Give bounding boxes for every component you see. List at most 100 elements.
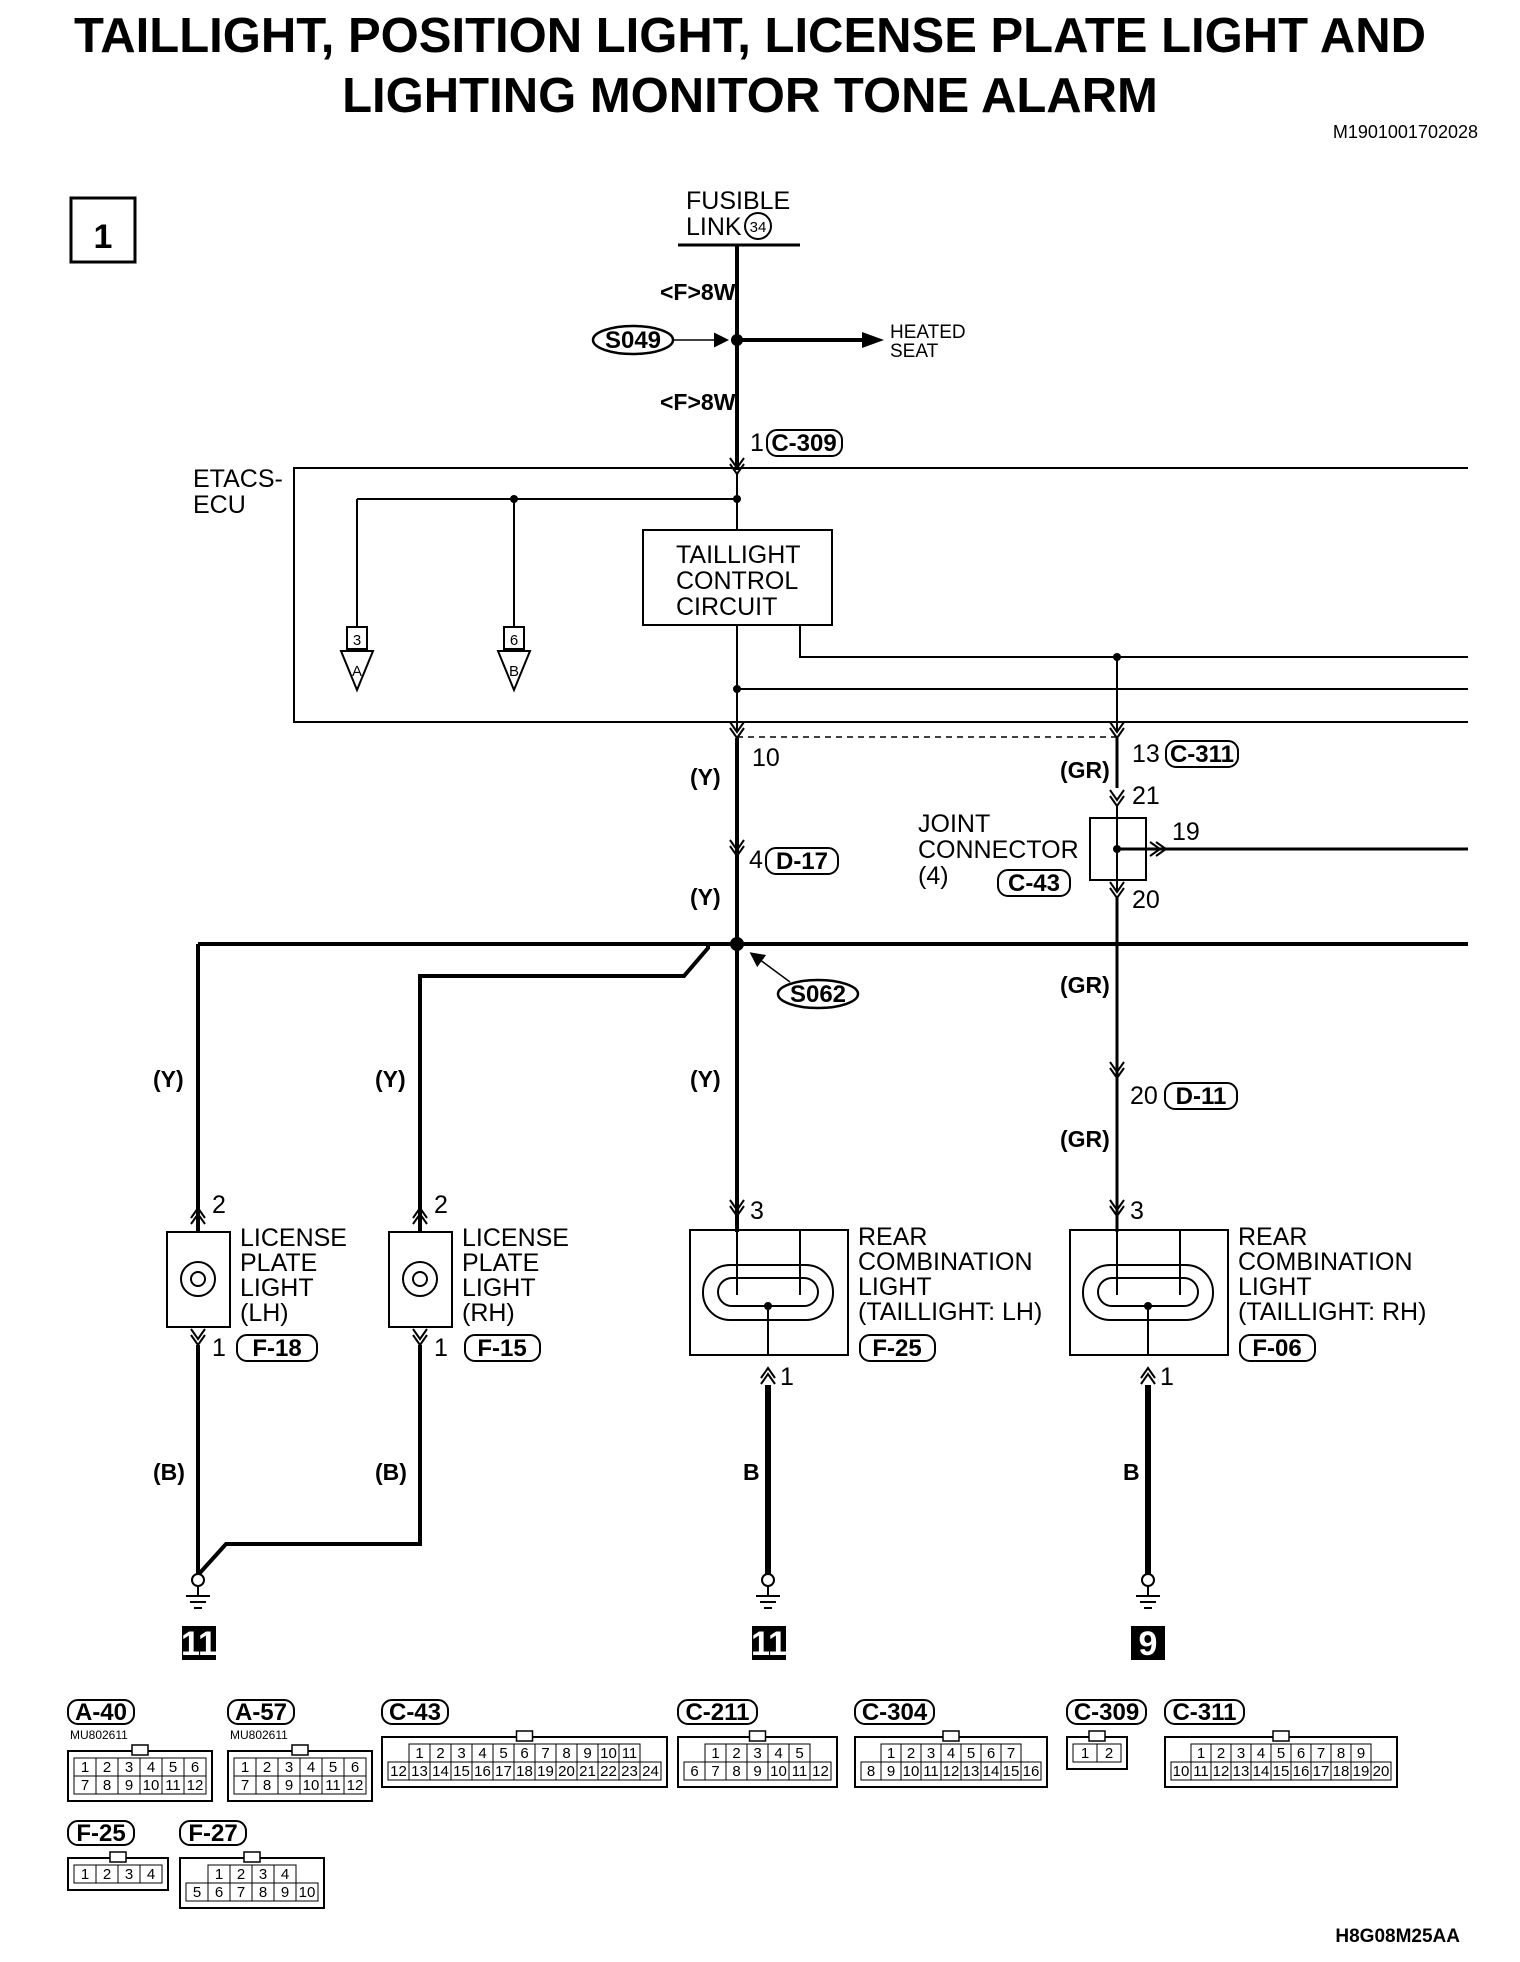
pin-number: 12	[347, 1777, 364, 1794]
wire-label-f8w-lower: <F>8W	[660, 389, 736, 415]
pin-13: 13	[1132, 740, 1160, 768]
pin-number: 12	[1213, 1763, 1230, 1780]
pin-number: 3	[285, 1759, 293, 1776]
pin-number: 21	[579, 1763, 596, 1780]
license-plate-light-rh: 2 1 LICENSE PLATE LIGHT (RH) F-15	[388, 1191, 569, 1362]
pin-number: 11	[1193, 1763, 1209, 1780]
pin-number: 10	[770, 1763, 787, 1780]
svg-text:LIGHT: LIGHT	[858, 1273, 932, 1301]
pin-10: 10	[752, 744, 780, 772]
pin-number: 24	[642, 1763, 659, 1780]
svg-text:2: 2	[434, 1191, 448, 1219]
svg-text:COMBINATION: COMBINATION	[1238, 1248, 1413, 1276]
svg-text:CONNECTOR: CONNECTOR	[918, 836, 1079, 864]
pin-number: 8	[867, 1763, 875, 1780]
pin-number: 4	[147, 1866, 155, 1883]
pin-number: 8	[1337, 1745, 1345, 1762]
pin-number: 9	[125, 1777, 133, 1794]
pin-number: 9	[1357, 1745, 1365, 1762]
pin-number: 1	[1081, 1745, 1089, 1762]
wire-label-gr-3: (GR)	[1060, 1126, 1110, 1152]
pin-number: 23	[621, 1763, 638, 1780]
pin-number: 8	[259, 1884, 267, 1901]
fusible-link-label-2: LINK	[686, 213, 742, 241]
etacs-label-2: ECU	[193, 491, 246, 519]
joint-connector-c43: JOINT CONNECTOR (4) C-43	[918, 806, 1468, 897]
pin-number: 13	[1233, 1763, 1250, 1780]
rear-combination-light-rh: 3 REAR COMBINATION LIGHT (TAILLIGHT: RH)…	[1069, 1197, 1426, 1391]
pin-number: 9	[753, 1763, 761, 1780]
svg-text:3: 3	[750, 1197, 764, 1225]
svg-text:9: 9	[1139, 1625, 1158, 1663]
pin-number: 3	[457, 1745, 465, 1762]
pin-number: 3	[125, 1759, 133, 1776]
pin-number: 6	[1297, 1745, 1305, 1762]
connector-d17-tag: D-17	[765, 847, 839, 875]
pin-number: 20	[1373, 1763, 1390, 1780]
svg-text:C-311: C-311	[1170, 741, 1234, 768]
svg-text:LIGHT: LIGHT	[240, 1274, 314, 1302]
svg-text:PLATE: PLATE	[240, 1249, 317, 1277]
pin-number: 6	[351, 1759, 359, 1776]
svg-text:3: 3	[353, 632, 361, 649]
pin-number: 18	[516, 1763, 533, 1780]
pin-number: 17	[1313, 1763, 1330, 1780]
splice-s049-label: S049	[605, 327, 661, 354]
svg-text:C-309: C-309	[771, 430, 836, 457]
pin-d11-20: 20	[1130, 1082, 1158, 1110]
pin-number: 11	[792, 1763, 808, 1780]
svg-text:1: 1	[212, 1334, 226, 1362]
svg-text:LICENSE: LICENSE	[462, 1224, 569, 1252]
pin-number: 13	[411, 1763, 428, 1780]
pin-number: 15	[1273, 1763, 1290, 1780]
wire-label-gr-2: (GR)	[1060, 972, 1110, 998]
pin-number: 2	[103, 1759, 111, 1776]
svg-text:S062: S062	[790, 981, 846, 1008]
wire-label-y-1: (Y)	[690, 764, 721, 790]
svg-text:TAILLIGHT: TAILLIGHT	[676, 541, 801, 569]
pin-number: 1	[241, 1759, 249, 1776]
wire-label-b-lh: (B)	[153, 1459, 185, 1485]
pin-number: 11	[622, 1745, 638, 1762]
svg-text:F-06: F-06	[1252, 1335, 1301, 1362]
svg-text:CONTROL: CONTROL	[676, 567, 798, 595]
pin-number: 8	[562, 1745, 570, 1762]
pin-number: 16	[1293, 1763, 1310, 1780]
pin-number: 7	[711, 1763, 719, 1780]
pin-number: 11	[165, 1777, 181, 1794]
connector-d11-tag: D-11	[1164, 1082, 1238, 1110]
connector-view-label: F-27	[188, 1820, 237, 1847]
wire-label-y-2: (Y)	[690, 884, 721, 910]
pin-number: 1	[81, 1759, 89, 1776]
etacs-label: ETACS-	[193, 465, 283, 493]
pin-number: 16	[474, 1763, 491, 1780]
pin-number: 1	[711, 1745, 719, 1762]
svg-text:A: A	[352, 663, 362, 680]
pin-d17-4: 4	[749, 846, 763, 874]
svg-text:(RH): (RH)	[462, 1299, 515, 1327]
svg-text:2: 2	[212, 1191, 226, 1219]
pin-number: 15	[453, 1763, 470, 1780]
pin-number: 6	[690, 1763, 698, 1780]
connector-view-label: C-304	[862, 1699, 928, 1726]
svg-text:PLATE: PLATE	[462, 1249, 539, 1277]
pin-number: 3	[753, 1745, 761, 1762]
wire-label-gr-1: (GR)	[1060, 757, 1110, 783]
etacs-ecu: ETACS- ECU	[193, 465, 1468, 723]
pin-number: 7	[1007, 1745, 1015, 1762]
svg-text:CIRCUIT: CIRCUIT	[676, 593, 777, 621]
pin-number: 5	[795, 1745, 803, 1762]
page-number-box: 1	[69, 196, 137, 264]
svg-text:11: 11	[181, 1625, 217, 1663]
pin-number: 12	[812, 1763, 829, 1780]
heated-seat-label-2: SEAT	[890, 341, 939, 362]
pin-number: 9	[583, 1745, 591, 1762]
pin-number: 1	[215, 1866, 223, 1883]
pin-number: 5	[329, 1759, 337, 1776]
svg-text:F-15: F-15	[477, 1335, 526, 1362]
pin-number: 15	[1003, 1763, 1020, 1780]
